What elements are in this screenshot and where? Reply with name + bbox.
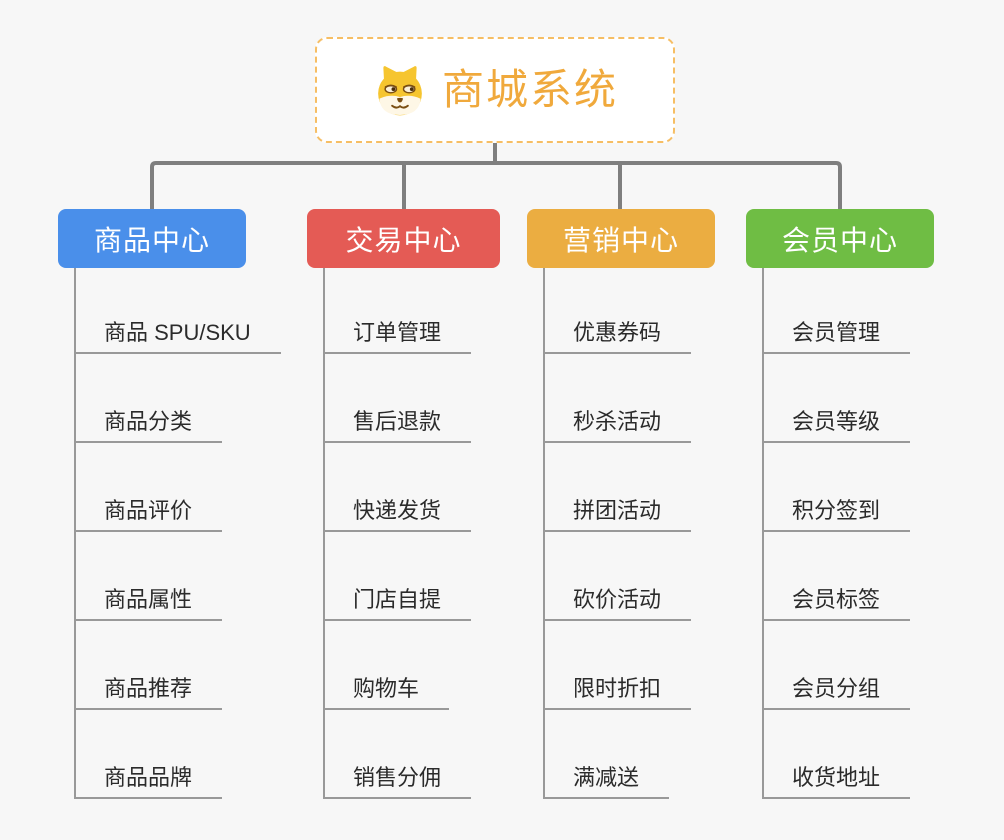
node-item-label: 秒杀活动: [573, 408, 662, 434]
branch-trade-center: 交易中心 订单管理 售后退款 快递发货 门店自提 购物车 销售分佣: [307, 209, 500, 799]
node-item[interactable]: 会员标签: [764, 532, 911, 621]
node-item-label: 优惠券码: [573, 319, 662, 345]
branch-header-member[interactable]: 会员中心: [746, 209, 934, 268]
node-item[interactable]: 售后退款: [325, 354, 472, 443]
node-item[interactable]: 会员分组: [764, 621, 911, 710]
node-item-label: 售后退款: [353, 408, 442, 434]
node-item-label: 商品品牌: [104, 764, 193, 790]
node-item[interactable]: 购物车: [325, 621, 450, 710]
node-item-label: 购物车: [353, 675, 420, 701]
node-item[interactable]: 商品品牌: [76, 710, 223, 799]
root-node[interactable]: 商城系统: [315, 37, 675, 143]
branch-header-trade[interactable]: 交易中心: [307, 209, 500, 268]
node-item[interactable]: 销售分佣: [325, 710, 472, 799]
node-item[interactable]: 商品属性: [76, 532, 223, 621]
node-item-label: 商品 SPU/SKU: [104, 319, 251, 345]
branch-list-trade: 订单管理 售后退款 快递发货 门店自提 购物车 销售分佣: [323, 268, 500, 799]
node-item-label: 满减送: [573, 764, 640, 790]
node-item-label: 收货地址: [792, 764, 881, 790]
node-item[interactable]: 砍价活动: [545, 532, 692, 621]
node-item-label: 会员分组: [792, 675, 881, 701]
node-item[interactable]: 商品推荐: [76, 621, 223, 710]
node-item-label: 砍价活动: [573, 586, 662, 612]
node-item[interactable]: 快递发货: [325, 443, 472, 532]
node-item[interactable]: 商品评价: [76, 443, 223, 532]
node-item[interactable]: 商品 SPU/SKU: [76, 268, 281, 354]
node-item[interactable]: 收货地址: [764, 710, 911, 799]
node-item-label: 订单管理: [353, 319, 442, 345]
node-item[interactable]: 会员管理: [764, 268, 911, 354]
node-item[interactable]: 门店自提: [325, 532, 472, 621]
node-item-label: 积分签到: [792, 497, 881, 523]
node-item-label: 限时折扣: [573, 675, 662, 701]
node-item[interactable]: 会员等级: [764, 354, 911, 443]
node-item-label: 会员标签: [792, 586, 881, 612]
node-item-label: 快递发货: [353, 497, 442, 523]
node-item-label: 门店自提: [353, 586, 442, 612]
branch-list-product: 商品 SPU/SKU 商品分类 商品评价 商品属性 商品推荐 商品品牌: [74, 268, 281, 799]
node-item[interactable]: 积分签到: [764, 443, 911, 532]
node-item[interactable]: 订单管理: [325, 268, 472, 354]
node-item-label: 拼团活动: [573, 497, 662, 523]
node-item-label: 商品推荐: [104, 675, 193, 701]
node-item[interactable]: 秒杀活动: [545, 354, 692, 443]
node-item-label: 商品属性: [104, 586, 193, 612]
branch-list-member: 会员管理 会员等级 积分签到 会员标签 会员分组 收货地址: [762, 268, 934, 799]
node-item[interactable]: 限时折扣: [545, 621, 692, 710]
node-item[interactable]: 商品分类: [76, 354, 223, 443]
branch-marketing-center: 营销中心 优惠券码 秒杀活动 拼团活动 砍价活动 限时折扣 满减送: [527, 209, 715, 799]
branch-list-marketing: 优惠券码 秒杀活动 拼团活动 砍价活动 限时折扣 满减送: [543, 268, 715, 799]
branch-header-product[interactable]: 商品中心: [58, 209, 246, 268]
node-item-label: 商品评价: [104, 497, 193, 523]
branch-member-center: 会员中心 会员管理 会员等级 积分签到 会员标签 会员分组 收货地址: [746, 209, 934, 799]
node-item-label: 销售分佣: [353, 764, 442, 790]
branch-header-marketing[interactable]: 营销中心: [527, 209, 715, 268]
node-item[interactable]: 满减送: [545, 710, 670, 799]
branch-product-center: 商品中心 商品 SPU/SKU 商品分类 商品评价 商品属性 商品推荐 商品品牌: [58, 209, 281, 799]
root-title: 商城系统: [441, 66, 618, 113]
node-item-label: 商品分类: [104, 408, 193, 434]
dog-face-icon: [372, 62, 428, 118]
node-item[interactable]: 优惠券码: [545, 268, 692, 354]
node-item-label: 会员等级: [792, 408, 881, 434]
node-item-label: 会员管理: [792, 319, 881, 345]
node-item[interactable]: 拼团活动: [545, 443, 692, 532]
